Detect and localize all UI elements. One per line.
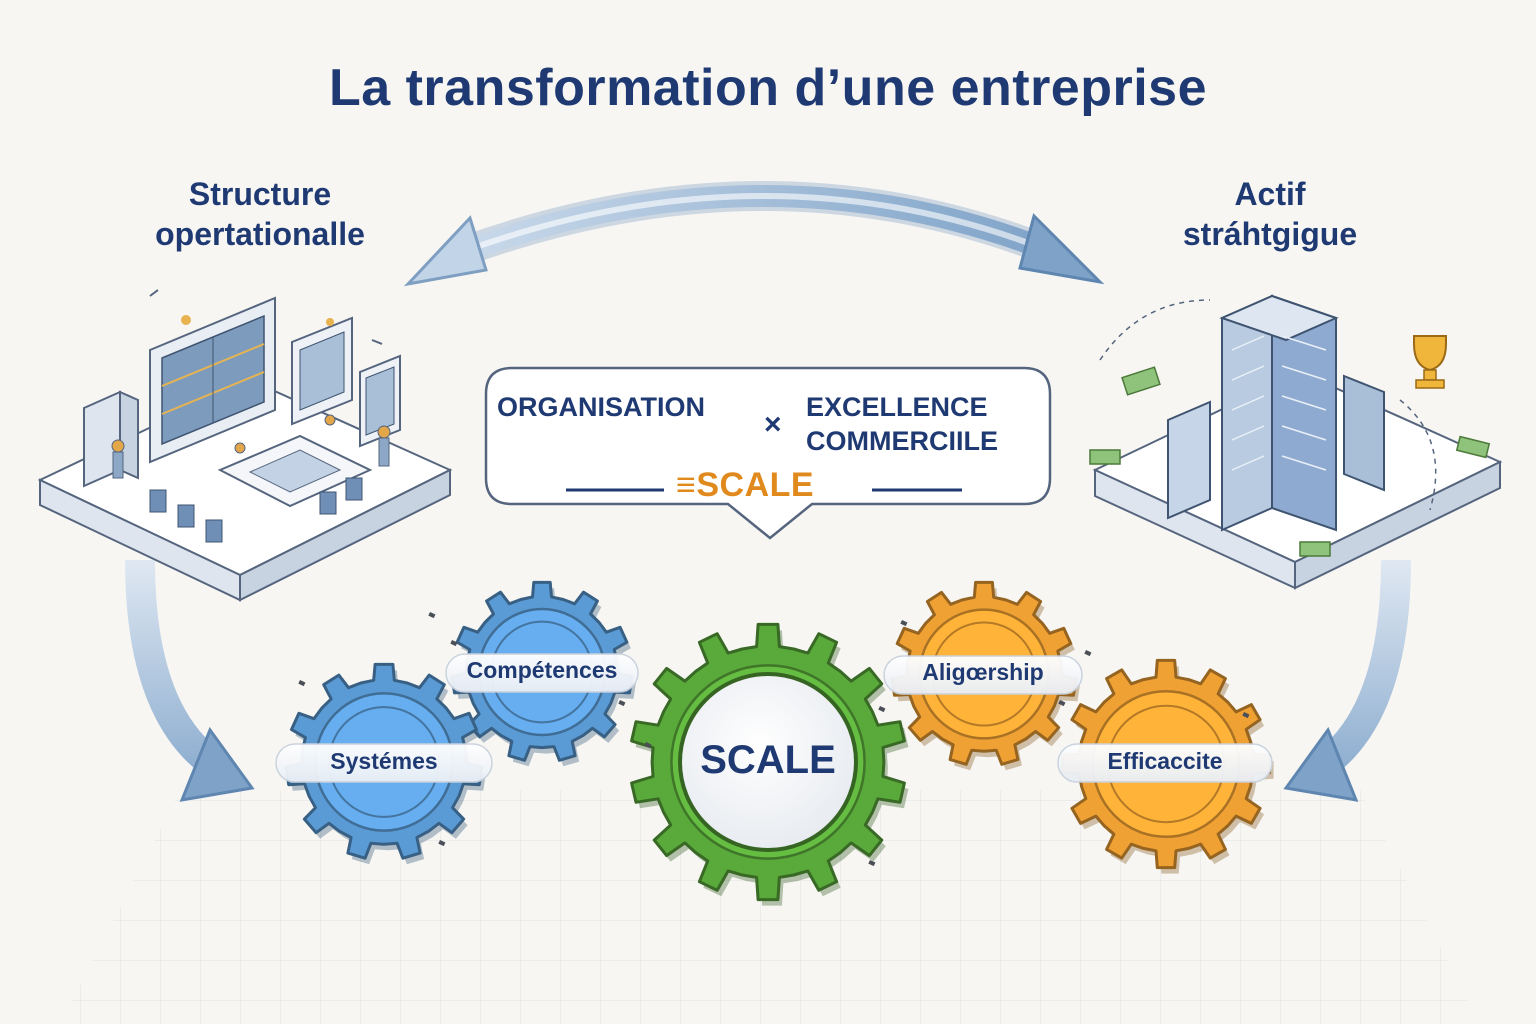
gear-label-competences: Compétences — [466, 657, 618, 683]
gear-competences — [445, 580, 639, 767]
right-label-line1: Actif — [1234, 176, 1306, 212]
gear-efficaccite — [1057, 658, 1274, 874]
operational-office-illustration — [37, 289, 453, 602]
gear-label-efficaccite: Efficaccite — [1107, 748, 1223, 774]
gear-label-scale: SCALE — [700, 738, 836, 782]
formula-times-operator: × — [764, 408, 782, 441]
right-label-line2: stráhtgigue — [1182, 216, 1358, 252]
formula-term-excellence: EXCELLENCE — [806, 392, 988, 422]
gear-label-aligoership: Aligœrship — [922, 659, 1044, 685]
formula-term-commerciile: COMMERCIILE — [806, 426, 998, 456]
left-label-line2: opertationalle — [155, 216, 365, 252]
page-title: La transformation d’une entreprise — [328, 59, 1208, 117]
left-label-operational-structure: Structure opertationalle — [100, 174, 420, 254]
strategic-asset-illustration — [1089, 294, 1503, 590]
gear-debris — [298, 611, 1250, 867]
right-curved-arrow — [1283, 559, 1411, 802]
gear-systemes — [275, 662, 493, 865]
right-label-strategic-asset: Actif stráhtgigue — [1160, 174, 1380, 254]
formula-result-scale: ≡SCALE — [676, 466, 815, 504]
left-curved-arrow — [125, 559, 255, 802]
gear-aligoership — [883, 580, 1083, 771]
top-arc-arrow — [403, 181, 1105, 287]
gears-layer — [275, 580, 1274, 906]
formula-box — [484, 366, 1052, 540]
gear-scale — [630, 622, 909, 906]
gear-label-systemes: Systémes — [330, 748, 438, 774]
formula-term-organisation: ORGANISATION — [497, 392, 705, 422]
left-label-line1: Structure — [188, 176, 332, 212]
